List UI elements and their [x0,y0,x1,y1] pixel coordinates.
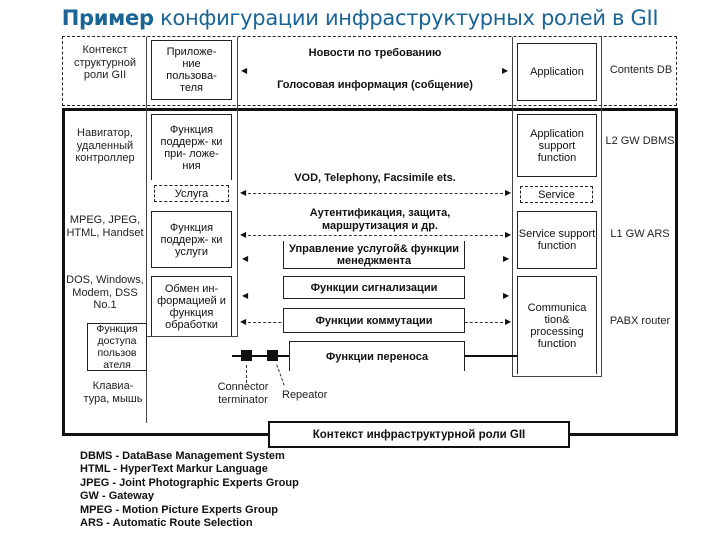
legend-item: DBMS - DataBase Management System [80,450,285,462]
arrow-right-icon: ▶ [505,230,512,239]
user-application-box: Приложе- ние пользова- теля [151,40,232,100]
column-bottom [146,336,238,337]
legend-item: MPEG - Motion Picture Experts Group [80,503,279,516]
service-management-box: Управление услугой& функции менеджмента [283,241,465,269]
legend-item: GW - Gateway [80,490,154,503]
signaling-functions-box: Функции сигнализации [283,276,465,299]
transport-bus-left [232,355,289,357]
auth-label: Аутентификация, защита, маршрутизация и … [309,207,451,232]
arrow-left-icon: ◀ [240,230,247,239]
legend-item: JPEG - Joint Photographic Experts Group [80,476,299,489]
column-divider [146,37,147,423]
arrow-right-icon: ▶ [505,188,512,197]
l1-gw-label: L1 GW ARS [610,228,670,240]
repeater-icon [267,350,278,361]
arrow-right-icon: ▶ [503,291,510,300]
navigator-label: Навигатор, удаленный контроллер [75,127,135,164]
vod-label: VOD, Telephony, Facsimile ets. [294,172,456,184]
info-exchange-box: Обмен ин- формацией и функция обработки [151,276,232,336]
voice-info-label: Голосовая информация (собщение) [277,79,473,91]
service-dashed-arrow [243,193,508,194]
app-support-function-box-right: Application support function [517,114,597,177]
switching-functions-box: Функции коммутации [283,308,465,333]
pabx-label: PABX router [609,315,671,327]
service-box-left: Услуга [154,185,229,202]
auth-dashed-arrow [243,235,508,236]
user-access-function-box: Функция доступа пользов ателя [87,323,147,371]
column-divider [237,37,238,337]
news-on-demand-label: Новости по требованию [308,47,442,59]
arrow-right-icon: ▶ [502,66,509,75]
page-title: Пример конфигурации инфраструктурных рол… [61,6,659,30]
column-divider [512,37,513,377]
l2-gw-label: L2 GW DBMS [605,135,675,147]
repeater-label: Repeator [282,389,328,401]
structural-role-context-frame [62,36,677,106]
connector-terminator-label: Connector terminator [217,381,269,406]
structural-context-label: Контекст структурной роли GII [74,44,136,81]
legend-item: HTML - HyperText Markur Language [80,463,268,476]
arrow-right-icon: ▶ [503,254,510,263]
column-divider [601,37,602,377]
arrow-left-icon: ◀ [242,254,249,263]
arrow-left-icon: ◀ [242,291,249,300]
connector-terminator-icon [241,350,252,361]
arrow-left-icon: ◀ [240,317,247,326]
arrow-left-icon: ◀ [241,66,248,75]
service-support-function-box: Функция поддерж- ки услуги [151,211,232,268]
connector-pointer [246,365,247,383]
abbreviations-legend: DBMS - DataBase Management System HTML -… [80,450,299,530]
formats-label: MPEG, JPEG, HTML, Handset [66,214,144,239]
arrow-left-icon: ◀ [240,188,247,197]
contents-db-label: Contents DB [609,64,673,76]
transport-bus-right [465,355,517,357]
communication-processing-box: Communica tion& processing function [517,276,597,374]
application-box: Application [517,43,597,101]
service-box-right: Service [520,186,593,203]
transport-functions-box: Функции переноса [289,341,465,371]
keyboard-label: Клавиа- тура, мышь [83,380,143,405]
arrow-right-icon: ▶ [505,317,512,326]
service-support-function-box-right: Service support function [517,211,597,269]
legend-item: ARS - Automatic Route Selection [80,517,253,530]
column-bottom [512,376,602,377]
app-support-function-box: Функция поддерж- ки при- ложе- ния [151,114,232,180]
os-label: DOS, Windows, Modem, DSS No.1 [66,274,144,311]
infrastructure-context-box: Контекст инфраструктурной роли GII [268,421,570,448]
